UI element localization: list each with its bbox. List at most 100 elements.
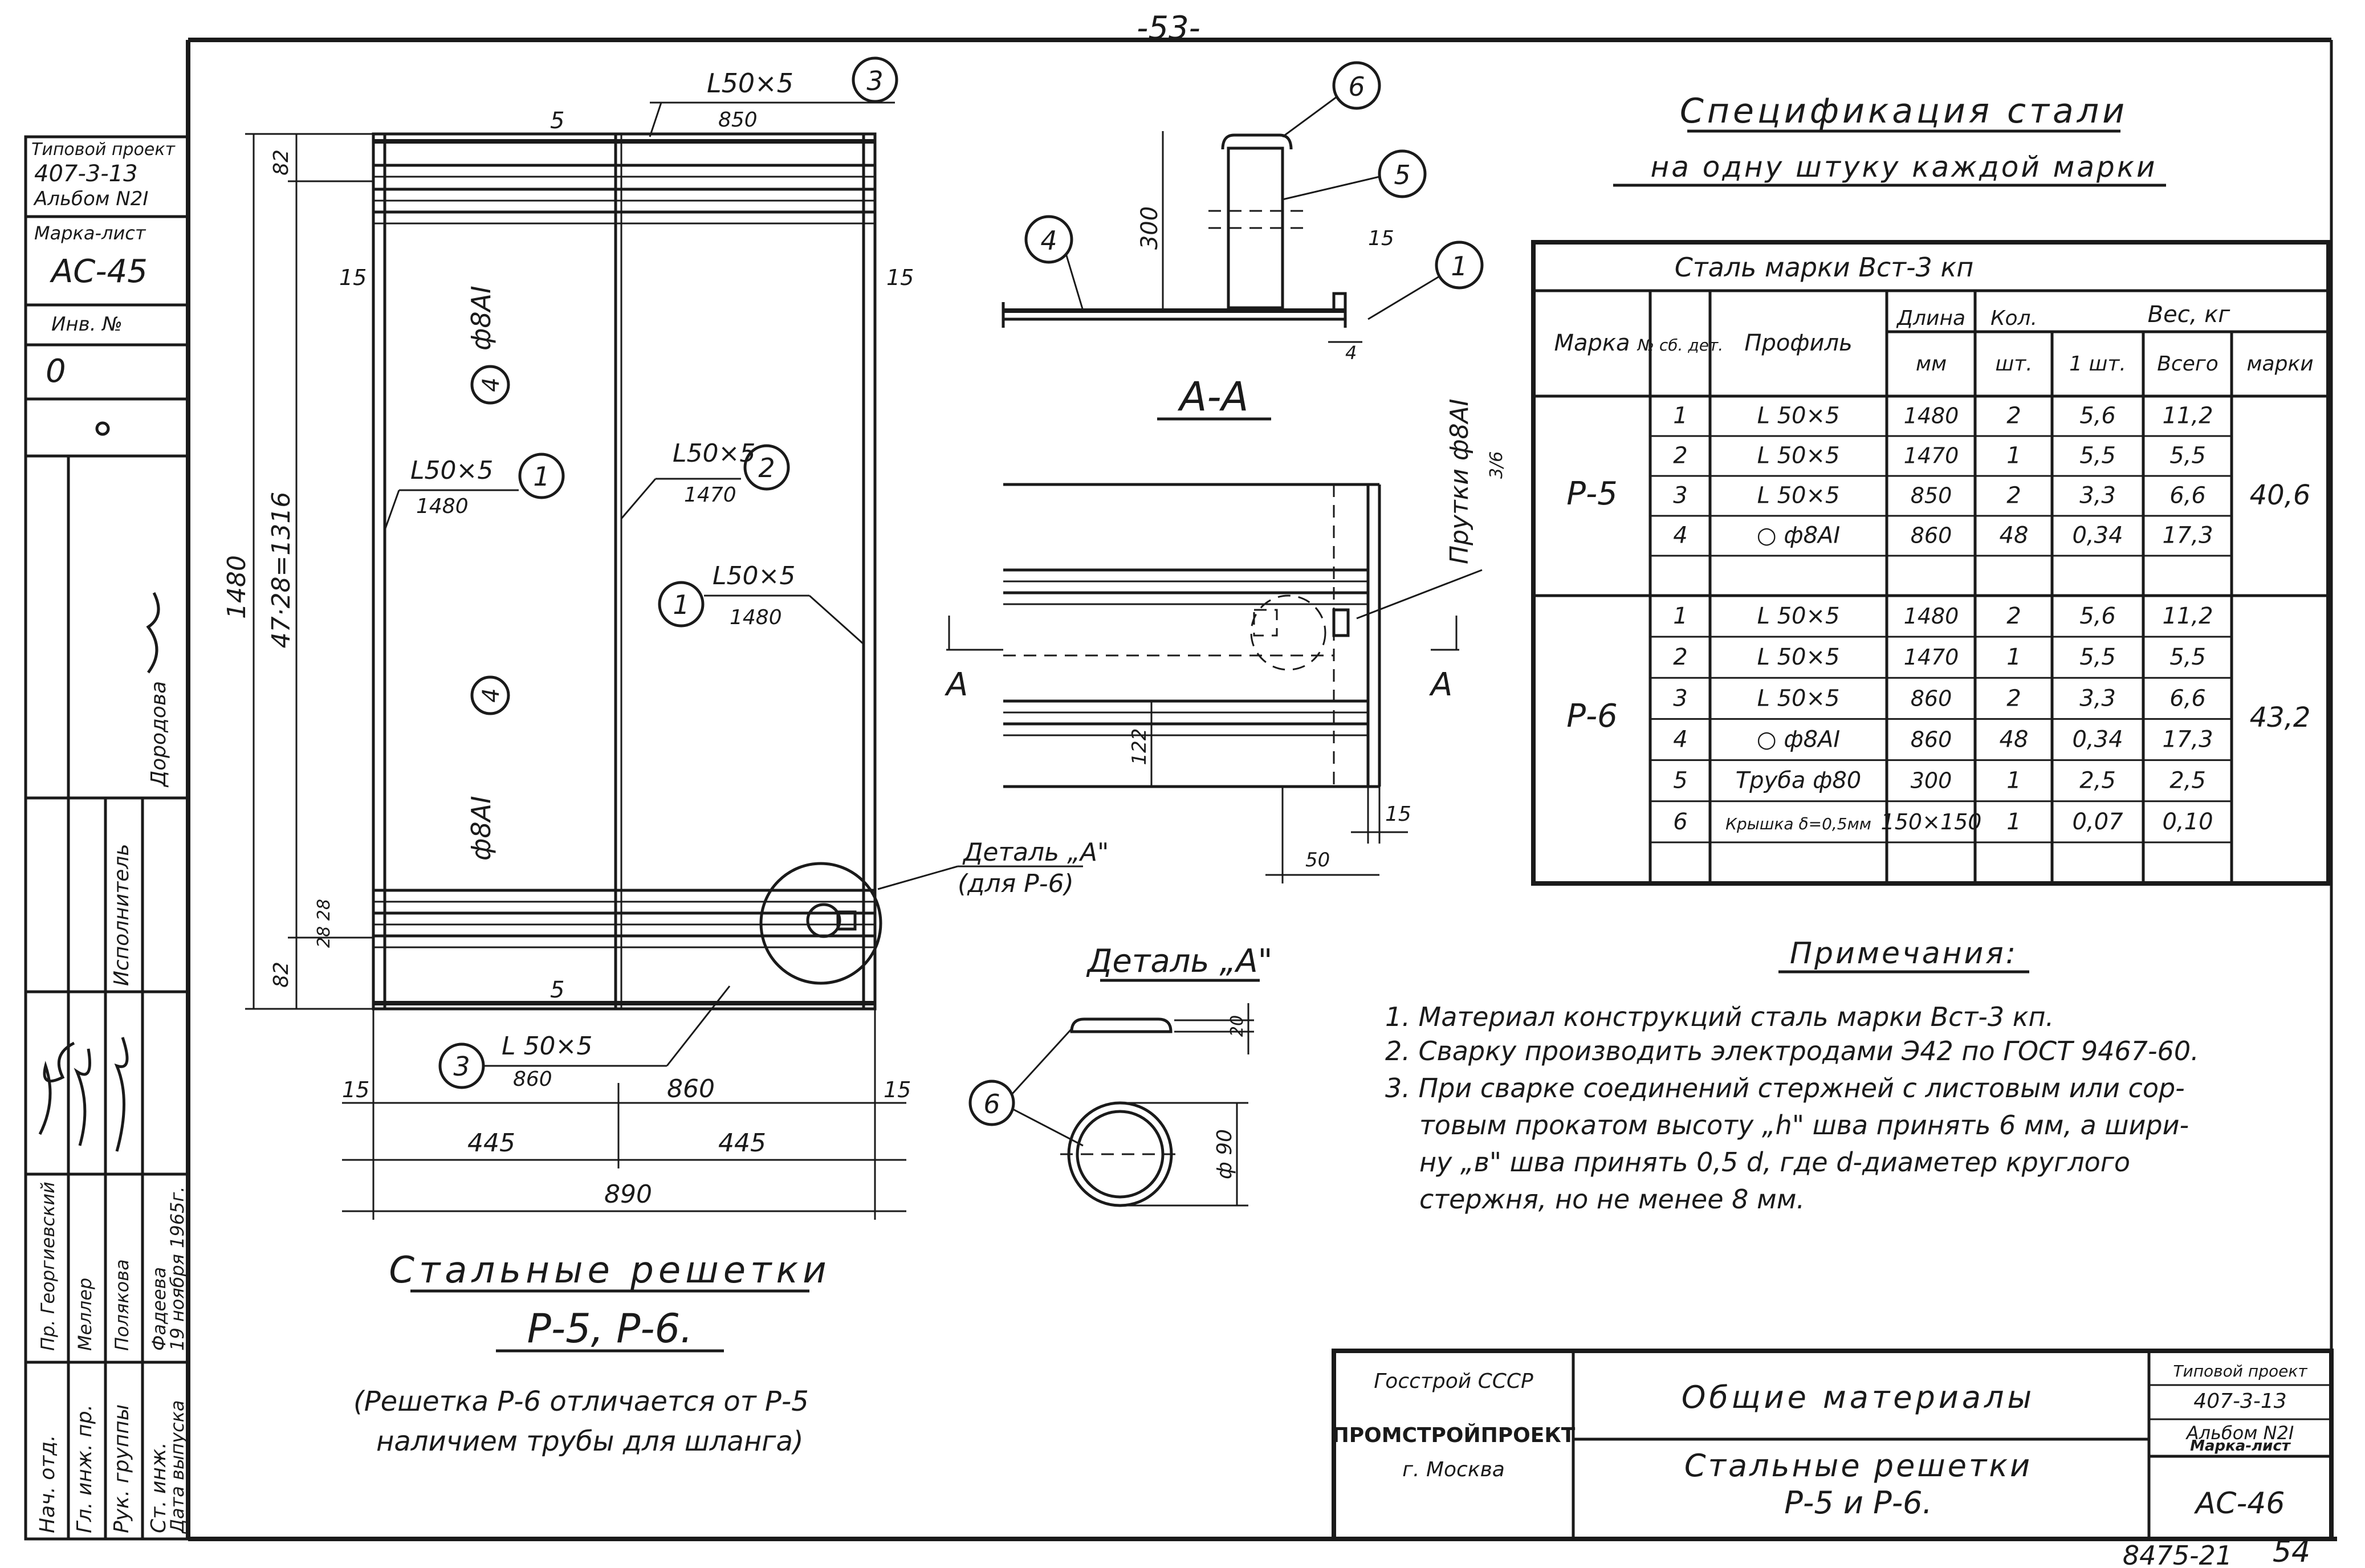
dim-spacing-chain: 47·28=1316: [267, 492, 296, 649]
plan-view: А А Прутки ф8АI 3/6 122 15 50: [945, 398, 1507, 883]
spec-cell-no: 2: [1673, 443, 1687, 469]
stamp-mark-value: АС-45: [50, 253, 148, 290]
stamp-mark-label: Марка-лист: [34, 222, 146, 244]
tb-sheet-label: Марка-лист: [2190, 1437, 2291, 1455]
note-6: стержня, но не менее 8 мм.: [1419, 1184, 1805, 1215]
name-georgievsky: Пр. Георгиевский: [37, 1182, 59, 1351]
main-subtitle: Р-5, Р-6.: [527, 1305, 693, 1352]
tb-drawing-2: Р-5 и Р-6.: [1784, 1485, 1932, 1521]
spec-cell-profile: L 50×5: [1757, 483, 1840, 509]
mark-circle-4-upper: [470, 365, 510, 405]
name-meller: Меллер: [74, 1278, 96, 1351]
signature-3: [114, 1037, 129, 1152]
plan-dim-15: 15: [1385, 803, 1411, 826]
spec-cell-unit: 0,07: [2072, 809, 2123, 835]
spec-cell-unit: 3,3: [2079, 483, 2116, 509]
mark-circle-6-section: [1332, 61, 1381, 110]
spec-cell-profile: Труба ф80: [1736, 768, 1862, 794]
tb-drawing-1: Стальные решетки: [1684, 1448, 2032, 1484]
spec-cell-unit: 2,5: [2079, 768, 2116, 794]
note-5: ну „в" шва принять 0,5 d, где d-диаметер…: [1419, 1147, 2130, 1178]
spec-cell-no: 4: [1673, 726, 1687, 752]
spec-cell-profile: ○ ф8АI: [1757, 726, 1840, 752]
stamp-album: Альбом N2I: [33, 188, 148, 210]
spec-cell-no: 3: [1673, 685, 1687, 711]
dim-overall-height: 1480: [222, 555, 251, 619]
spec-cell-total: 17,3: [2162, 726, 2213, 752]
name-fadeeva: Фадеева: [148, 1267, 170, 1351]
dim-top-offset: 5: [550, 108, 564, 134]
dim-bottom-offset: 5: [550, 977, 564, 1003]
callout-right-profile: L50×5: [713, 561, 795, 590]
callout-top-length: 850: [718, 108, 758, 132]
callout-top-profile: L50×5: [707, 68, 793, 99]
callout-center-profile: L50×5: [673, 439, 755, 468]
spec-cell-no: 4: [1673, 523, 1687, 549]
spec-cell-length: 1480: [1904, 604, 1959, 629]
spec-h-per-mark: марки: [2246, 352, 2313, 376]
spec-title: Спецификация стали: [1680, 91, 2128, 131]
note-1: 1. Материал конструкций сталь марки Вст-…: [1385, 1001, 2054, 1032]
spec-cell-no: 2: [1673, 644, 1687, 670]
spec-cell-total: 11,2: [2162, 403, 2213, 429]
spec-cell-unit: 0,34: [2072, 726, 2123, 752]
mark-circle-6-detail: [968, 1080, 1015, 1126]
spec-cell-length: 150×150: [1881, 809, 1982, 834]
spec-cell-profile: Крышка δ=0,5мм: [1725, 814, 1871, 833]
spec-cell-length: 300: [1911, 768, 1952, 793]
mark-circle-4-section: [1024, 215, 1073, 264]
spec-h-per-piece: 1 шт.: [2069, 352, 2126, 376]
spec-cell-qty: 2: [2006, 603, 2021, 629]
callout-left-length: 1480: [416, 495, 469, 518]
callout-right-mark: 1: [673, 589, 689, 620]
note-4: товым прокатом высоту „h" шва принять 6 …: [1419, 1110, 2189, 1141]
detail-a-mark: 6: [983, 1089, 1000, 1119]
left-stamp: Типовой проект 407-3-13 Альбом N2I Марка…: [24, 135, 190, 1541]
rod-mark-lower: 4: [478, 688, 504, 702]
section-dim-4: 4: [1345, 342, 1357, 364]
plan-rod-note: Прутки ф8АI: [1445, 398, 1474, 564]
spec-h-length: Длина: [1896, 307, 1965, 330]
main-note-1: (Решетка Р-6 отличается от Р-5: [353, 1386, 809, 1418]
section-dim-15: 15: [1368, 227, 1394, 250]
role-data: Дата выпуска: [166, 1400, 188, 1534]
spec-cell-profile: L 50×5: [1757, 443, 1840, 469]
spec-cell-unit: 5,5: [2079, 644, 2116, 670]
rod-label-lower: ф8АI: [466, 796, 496, 861]
tb-org2: ПРОМСТРОЙПРОЕКТ: [1332, 1423, 1576, 1447]
spec-cell-unit: 5,6: [2079, 403, 2116, 429]
plan-a-right: А: [1429, 666, 1452, 703]
spec-cell-profile: L 50×5: [1757, 403, 1840, 429]
notes: Примечания: 1. Материал конструкций стал…: [1385, 936, 2199, 1215]
spec-cell-profile: L 50×5: [1757, 603, 1840, 629]
signature-4: [146, 592, 160, 674]
dim-half-left: 445: [467, 1129, 515, 1158]
callout-bottom-profile: L 50×5: [502, 1032, 592, 1061]
mark-circle-5-section: [1378, 149, 1427, 198]
spec-h-qty: Кол.: [1990, 307, 2037, 330]
dim-side-left: 15: [339, 265, 367, 290]
signature-2: [74, 1048, 91, 1146]
spec-cell-unit: 5,5: [2079, 443, 2116, 469]
callout-left-mark: 1: [533, 461, 549, 492]
spec-cell-length: 860: [1911, 523, 1952, 548]
note-3: 3. При сварке соединений стержней с лист…: [1385, 1073, 2185, 1103]
spec-group-2-total: 43,2: [2250, 702, 2311, 734]
rod-label-upper: ф8АI: [466, 286, 496, 351]
spec-cell-qty: 1: [2006, 644, 2021, 670]
tb-project-label: Типовой проект: [2173, 1362, 2307, 1380]
specification: Спецификация стали на одну штуку каждой …: [1531, 91, 2331, 886]
spec-h-qty-unit: шт.: [1995, 352, 2032, 376]
section-mark-1: 1: [1451, 251, 1467, 282]
plan-dim-122: 122: [1128, 728, 1151, 765]
main-note-2: наличием трубы для шланга): [376, 1426, 804, 1457]
tb-project-no: 407-3-13: [2193, 1390, 2286, 1413]
spec-cell-length: 1470: [1904, 645, 1959, 670]
tb-org1: Госстрой СССР: [1374, 1370, 1533, 1393]
tb-org3: г. Москва: [1402, 1458, 1505, 1481]
footer-code: 8475-21: [2123, 1540, 2232, 1568]
spec-cell-total: 17,3: [2162, 523, 2213, 549]
plan-dim-50: 50: [1305, 849, 1330, 871]
callout-bottom-mark: 3: [453, 1051, 470, 1082]
spec-cell-total: 0,10: [2162, 809, 2213, 835]
